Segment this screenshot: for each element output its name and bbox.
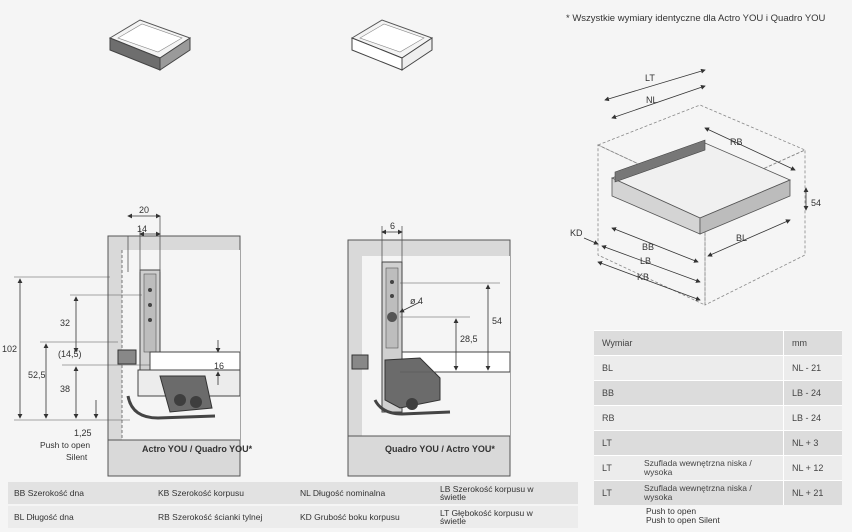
iso-lt: LT: [645, 73, 655, 83]
dim-54-right: 54: [492, 316, 502, 326]
dim-52-5: 52,5: [28, 370, 46, 380]
iso-bl: BL: [736, 233, 747, 243]
iso-bb: BB: [642, 242, 654, 252]
push-lines: Push to open Push to open Silent: [646, 506, 720, 525]
section-diagram-actro: [107, 216, 241, 477]
dim-1-25: 1,25: [74, 428, 92, 438]
iso-rb: RB: [730, 137, 743, 147]
legend: BB Szerokość dna KB Szerokość korpusu NL…: [0, 480, 852, 532]
header-label: Wymiar: [594, 330, 784, 356]
drawer-icon-quadro: [350, 19, 434, 71]
legend-row-2: BL Długość dna RB Szerokość ścianki tyln…: [8, 506, 578, 528]
dim-14-5: (14,5): [58, 349, 82, 359]
caption-quadro: Quadro YOU / Actro YOU*: [385, 444, 495, 454]
iso-54: 54: [811, 198, 821, 208]
drawer-icon-actro: [108, 19, 192, 71]
section-diagram-quadro: [347, 226, 511, 477]
legend-row-1: BB Szerokość dna KB Szerokość korpusu NL…: [8, 482, 578, 504]
dim-28-5: 28,5: [460, 334, 478, 344]
iso-lb: LB: [640, 256, 651, 266]
caption-actro: Actro YOU / Quadro YOU*: [142, 444, 253, 454]
dim-16: 16: [214, 361, 224, 371]
push-to-open-label: Push to open: [40, 440, 90, 450]
dim-102: 102: [2, 344, 17, 354]
dim-d4: ø 4: [410, 296, 423, 306]
iso-kd: KD: [570, 228, 583, 238]
iso-nl: NL: [646, 95, 658, 105]
note-text: * Wszystkie wymiary identyczne dla Actro…: [566, 13, 826, 24]
iso-kb: KB: [637, 272, 649, 282]
dim-32: 32: [60, 318, 70, 328]
dim-14: 14: [137, 224, 147, 234]
dim-38: 38: [60, 384, 70, 394]
iso-drawer: [610, 139, 792, 235]
silent-label: Silent: [66, 452, 88, 462]
dim-6: 6: [390, 221, 395, 231]
table-header-row: Wymiar mm: [594, 330, 842, 356]
dim-20: 20: [139, 205, 149, 215]
header-unit: mm: [783, 330, 842, 356]
